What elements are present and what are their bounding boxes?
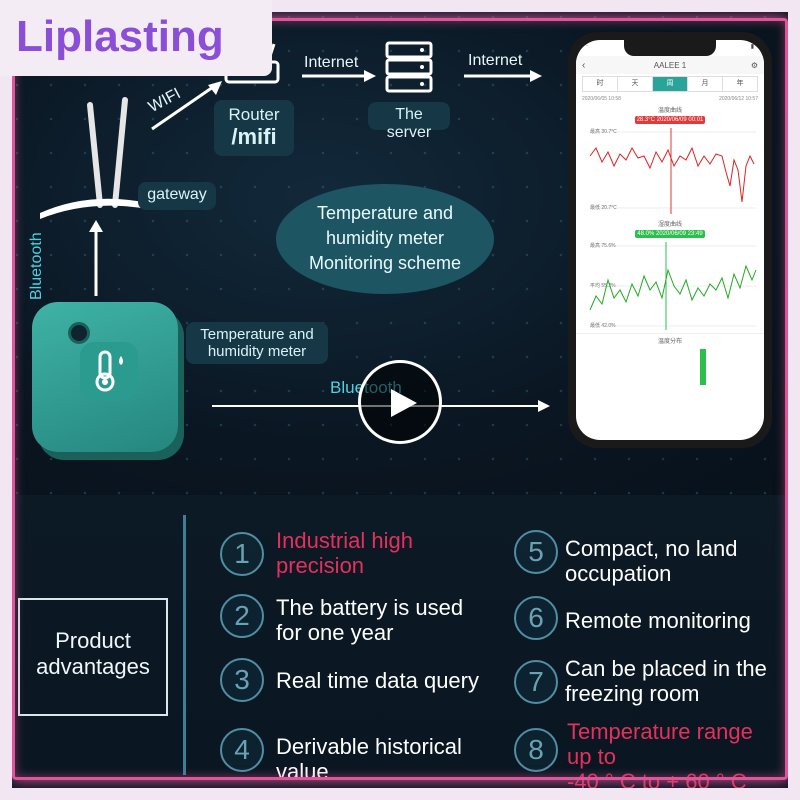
scheme-panel: WIFI Router /mifi Internet The server: [0, 0, 800, 495]
device-hanging-hole: [68, 322, 90, 344]
advantage-text: Remote monitoring: [565, 608, 751, 633]
thermometer-icon: [80, 342, 138, 400]
server-icon: [385, 41, 433, 93]
meter-label-line-2: humidity meter: [207, 343, 307, 360]
tab-hour[interactable]: 时: [583, 77, 618, 91]
temp-line: [589, 128, 756, 214]
advantage-item-1: Industrial high precision: [276, 528, 413, 578]
range-start: 2020/06/05 10:58: [582, 96, 621, 102]
phone-mockup: ·▮ ‹ AALEE 1 ⚙ 时 天 周 月 年 2020/06/05 10:5…: [568, 32, 772, 448]
meter-label-line-1: Temperature and: [200, 326, 314, 343]
arrow-icon: [151, 81, 222, 131]
advantage-item-4: Derivable historical value: [276, 734, 462, 784]
dist-chart: [576, 345, 764, 385]
gateway-icon: [40, 97, 148, 219]
advantage-text: Industrial high: [276, 528, 413, 553]
number-badge: 2: [220, 594, 264, 638]
advantage-text: value: [276, 759, 329, 784]
number-badge: 8: [514, 728, 558, 772]
advantage-text: Real time data query: [276, 668, 479, 693]
scheme-bubble: Temperature and humidity meter Monitorin…: [276, 184, 494, 294]
advantage-text: Can be placed in the: [565, 656, 767, 681]
number-badge: 5: [514, 530, 558, 574]
advantage-item-3: Real time data query: [276, 668, 479, 693]
settings-icon[interactable]: ⚙: [750, 60, 758, 70]
advantage-item-7: Can be placed in the freezing room: [565, 656, 767, 706]
advantage-item-2: The battery is used for one year: [276, 595, 463, 645]
status-bar: ·▮: [586, 43, 754, 50]
range-end: 2020/06/12 10:57: [719, 96, 758, 102]
phone-notch: [624, 40, 716, 56]
number-badge: 6: [514, 596, 558, 640]
phone-screen: ·▮ ‹ AALEE 1 ⚙ 时 天 周 月 年 2020/06/05 10:5…: [576, 40, 764, 440]
hum-badge: 48.0% 2020/06/09 23:49: [635, 230, 705, 238]
tab-month[interactable]: 月: [688, 77, 723, 91]
internet-label-1: Internet: [304, 54, 359, 71]
temp-chart-title: 温度曲线: [657, 108, 682, 114]
advantage-text: freezing room: [565, 681, 700, 706]
advantage-item-6: Remote monitoring: [565, 608, 751, 633]
gateway-label: gateway: [138, 182, 216, 210]
hum-chart: 最高 75.6% 平均 55.2% 最低 42.0%: [576, 240, 764, 332]
advantage-item-8: Temperature range up to -40 ° C to + 60 …: [567, 719, 753, 794]
advantages-title-line-1: Product: [55, 628, 131, 653]
number-badge: 7: [514, 660, 558, 704]
temp-badge: 28.3°C 2020/06/09 00:01: [635, 116, 705, 124]
hum-chart-title: 湿度曲线: [657, 222, 682, 228]
scheme-line-3: Monitoring scheme: [308, 253, 462, 273]
app-title: AALEE 1: [653, 60, 687, 70]
mifi-text: /mifi: [231, 124, 277, 149]
tab-year[interactable]: 年: [736, 80, 744, 87]
arrow-icon: [302, 70, 376, 82]
number-badge: 3: [220, 658, 264, 702]
advantages-panel: [0, 495, 800, 800]
divider: [183, 515, 186, 775]
tab-week[interactable]: 周: [653, 77, 688, 91]
date-range: 2020/06/05 10:58 2020/06/12 10:57: [576, 94, 764, 104]
advantages-title-line-2: advantages: [36, 654, 150, 679]
bluetooth-vertical-label: Bluetooth: [28, 232, 45, 300]
advantage-text: The battery is used: [276, 595, 464, 620]
server-label: The server: [368, 102, 450, 141]
play-button[interactable]: [358, 360, 442, 444]
app-bar: ‹ AALEE 1 ⚙: [576, 56, 764, 74]
advantages-title-box: Product advantages: [18, 598, 168, 716]
number-badge: 1: [220, 532, 264, 576]
temp-chart: 最高 30.7°C 最低 20.7°C: [576, 126, 764, 218]
number-badge: 4: [220, 728, 264, 772]
advantage-text: -40 ° C to + 60 ° C: [567, 769, 747, 794]
scheme-line-1: Temperature and: [316, 203, 454, 223]
arrow-icon: [464, 70, 542, 82]
router-text: Router: [228, 105, 280, 124]
arrow-icon: [89, 220, 103, 296]
router-label: Router /mifi: [214, 100, 294, 156]
sensor-device: [32, 302, 178, 452]
advantage-text: Compact, no land: [565, 536, 738, 561]
tab-day[interactable]: 天: [618, 77, 653, 91]
meter-label: Temperature and humidity meter: [186, 322, 328, 364]
dist-bar: [700, 349, 706, 385]
advantage-text: Temperature range: [567, 719, 753, 744]
period-tabs: 时 天 周 月 年: [582, 76, 758, 92]
advantage-text: occupation: [565, 561, 672, 586]
back-icon[interactable]: ‹: [582, 59, 586, 71]
hum-line: [589, 242, 757, 330]
advantage-text: for one year: [276, 620, 394, 645]
internet-label-2: Internet: [468, 52, 523, 69]
advantage-text: Derivable historical: [276, 734, 462, 759]
brand-logo: Liplasting: [0, 0, 272, 76]
scheme-line-2: humidity meter: [325, 228, 445, 248]
advantage-text: up to: [567, 744, 616, 769]
dist-chart-title: 温度分布: [576, 333, 764, 345]
advantage-item-5: Compact, no land occupation: [565, 536, 737, 586]
advantage-text: precision: [276, 553, 365, 578]
